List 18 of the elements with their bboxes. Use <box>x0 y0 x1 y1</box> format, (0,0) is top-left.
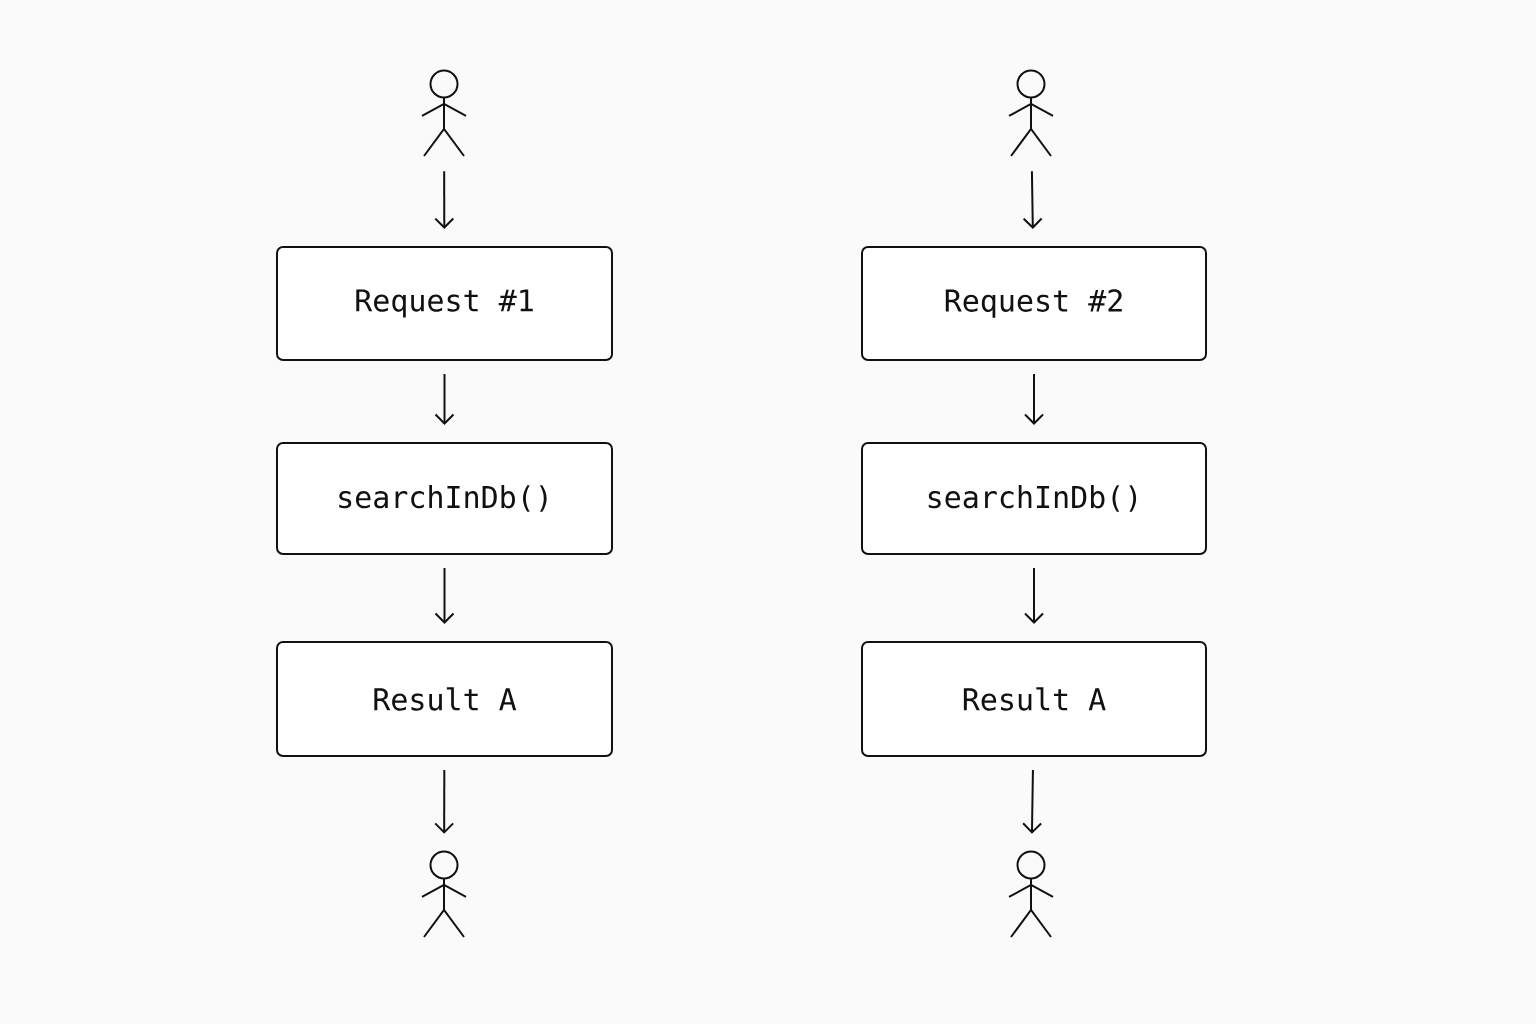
process-box: Result A <box>276 641 613 757</box>
process-box: Result A <box>861 641 1207 757</box>
arrow <box>1024 567 1044 624</box>
arrow <box>1024 373 1044 425</box>
process-box: searchInDb() <box>861 442 1207 555</box>
arrow <box>1022 170 1043 229</box>
person-icon <box>1008 850 1054 938</box>
arrow <box>434 170 455 229</box>
arrow <box>434 373 455 425</box>
person-icon <box>421 850 467 938</box>
person-icon <box>421 69 467 157</box>
person-icon <box>1008 69 1054 157</box>
process-box: searchInDb() <box>276 442 613 555</box>
arrow <box>434 769 455 834</box>
process-box: Request #1 <box>276 246 613 361</box>
arrow <box>1022 769 1043 834</box>
arrow <box>434 567 455 624</box>
process-box: Request #2 <box>861 246 1207 361</box>
